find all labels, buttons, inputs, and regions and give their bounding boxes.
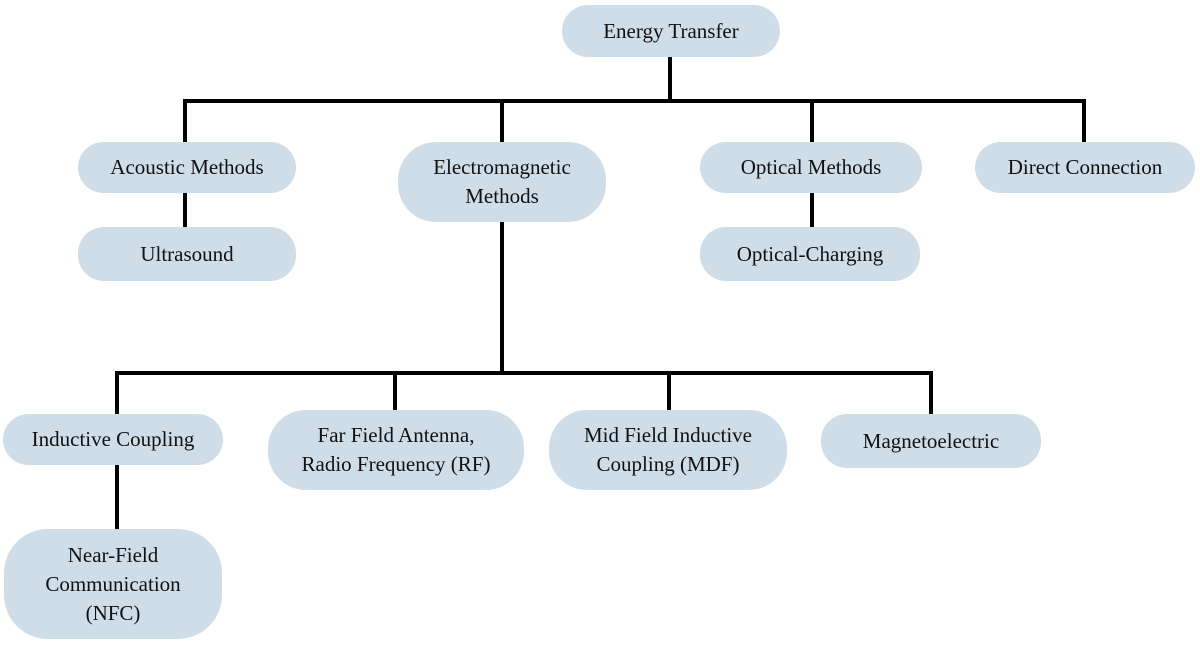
node-ultrasound: Ultrasound	[78, 227, 296, 281]
node-direct-connection: Direct Connection	[975, 142, 1195, 193]
node-label: Inductive Coupling	[31, 427, 195, 451]
node-label: Energy Transfer	[603, 18, 739, 43]
node-inductive-coupling: Inductive Coupling	[3, 414, 223, 465]
node-label: Methods	[465, 184, 539, 208]
node-label: Direct Connection	[1007, 155, 1163, 179]
node-label: Optical-Charging	[736, 241, 884, 266]
node-far-field-antenna: Far Field Antenna, Radio Frequency (RF)	[268, 410, 524, 490]
node-label: Mid Field Inductive	[584, 423, 752, 447]
node-label: Radio Frequency (RF)	[301, 452, 491, 476]
node-optical-charging: Optical-Charging	[700, 227, 920, 281]
node-label: Far Field Antenna,	[317, 423, 475, 447]
node-label: Communication	[45, 571, 181, 596]
node-near-field-communication: Near-Field Communication (NFC)	[4, 529, 222, 639]
node-label: Acoustic Methods	[110, 155, 264, 179]
node-label: (NFC)	[85, 600, 141, 625]
node-label: Magnetoelectric	[862, 428, 1000, 453]
node-label: Ultrasound	[140, 241, 234, 266]
node-label: Near-Field	[67, 542, 159, 567]
node-energy-transfer: Energy Transfer	[562, 5, 780, 57]
node-label: Electromagnetic	[433, 155, 571, 179]
node-electromagnetic-methods: Electromagnetic Methods	[398, 142, 606, 222]
node-magnetoelectric: Magnetoelectric	[821, 414, 1041, 468]
node-label: Optical Methods	[740, 155, 882, 179]
node-optical-methods: Optical Methods	[700, 142, 922, 193]
node-label: Coupling (MDF)	[596, 452, 740, 476]
node-acoustic-methods: Acoustic Methods	[78, 142, 296, 193]
node-mid-field-inductive-coupling: Mid Field Inductive Coupling (MDF)	[549, 410, 787, 490]
